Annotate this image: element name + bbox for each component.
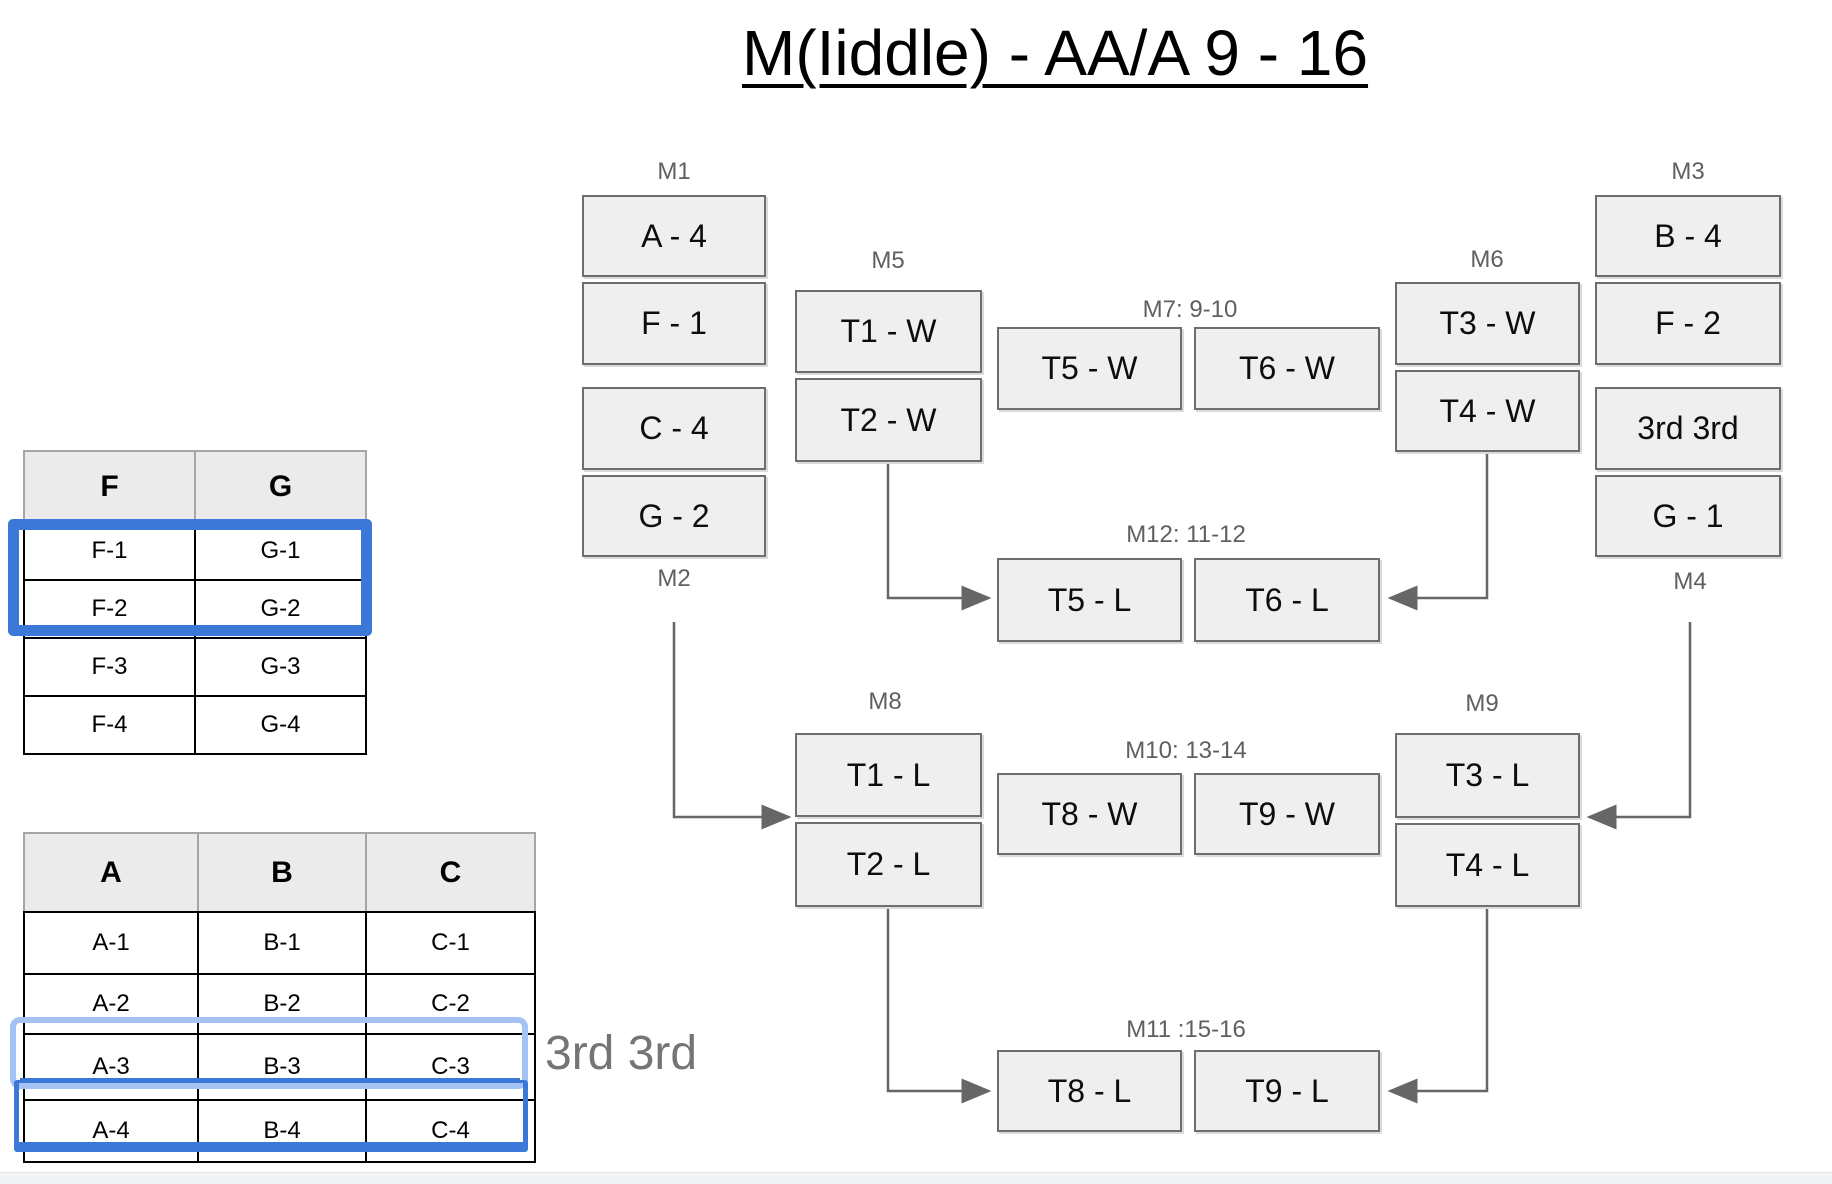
connector-m2-to-t1l <box>672 622 792 830</box>
bracket-box-t1w[interactable]: T1 - W <box>795 290 982 373</box>
table-cell[interactable]: A-3 <box>23 1033 199 1101</box>
page-title: M(Iiddle) - AA/A 9 - 16 <box>742 17 1369 89</box>
column-header[interactable]: F <box>23 450 196 523</box>
bracket-box-t4w[interactable]: T4 - W <box>1395 370 1580 452</box>
table-cell[interactable]: B-1 <box>197 911 367 975</box>
bracket-box-t3l[interactable]: T3 - L <box>1395 733 1580 818</box>
bracket-box-t5l[interactable]: T5 - L <box>997 558 1182 642</box>
abc-row-4-highlight <box>14 1080 528 1152</box>
column-header[interactable]: A <box>23 832 199 913</box>
match-label-m10: M10: 13-14 <box>1125 737 1247 764</box>
bracket-box-c4[interactable]: C - 4 <box>582 387 766 470</box>
table-cell[interactable]: A-1 <box>23 911 199 975</box>
bracket-box-t9w[interactable]: T9 - W <box>1194 773 1380 855</box>
column-header[interactable]: G <box>194 450 367 523</box>
match-label-m6: M6 <box>1470 246 1504 273</box>
table-cell[interactable]: F-3 <box>23 637 196 697</box>
table-cell[interactable]: G-4 <box>194 695 367 755</box>
bracket-box-t1l[interactable]: T1 - L <box>795 733 982 817</box>
third-place-annotation: 3rd 3rd <box>545 1027 698 1080</box>
abc-row-3-highlight <box>10 1017 528 1089</box>
canvas-bottom-edge <box>0 1172 1832 1184</box>
bracket-box-b4[interactable]: B - 4 <box>1595 195 1781 277</box>
fg-rows-1-2-highlight <box>8 519 372 636</box>
abc-row-3-bottom-line <box>20 1078 520 1081</box>
table-cell[interactable]: C-3 <box>365 1033 536 1101</box>
match-label-m9: M9 <box>1465 690 1499 717</box>
table-cell[interactable]: B-2 <box>197 973 367 1035</box>
table-cell[interactable]: B-3 <box>197 1033 367 1101</box>
connector-t4l-to-t9l <box>1387 909 1489 1104</box>
bracket-box-t6l[interactable]: T6 - L <box>1194 558 1380 642</box>
bracket-box-t2w[interactable]: T2 - W <box>795 378 982 462</box>
bracket-box-t3w[interactable]: T3 - W <box>1395 282 1580 365</box>
bracket-box-a4[interactable]: A - 4 <box>582 195 766 277</box>
table-cell[interactable]: C-1 <box>365 911 536 975</box>
match-label-m2: M2 <box>657 565 691 592</box>
bracket-box-t9l[interactable]: T9 - L <box>1194 1050 1380 1132</box>
connector-t4w-to-t6l <box>1387 454 1489 611</box>
connector-m4-to-t3l <box>1586 622 1692 830</box>
bracket-box-f2[interactable]: F - 2 <box>1595 282 1781 365</box>
table-cell[interactable]: G-3 <box>194 637 367 697</box>
bracket-box-3rd3rd[interactable]: 3rd 3rd <box>1595 387 1781 470</box>
match-label-m7: M7: 9-10 <box>1142 296 1238 323</box>
bracket-box-t6w[interactable]: T6 - W <box>1194 327 1380 410</box>
bracket-box-g1[interactable]: G - 1 <box>1595 475 1781 557</box>
match-label-m12: M12: 11-12 <box>1126 521 1246 548</box>
bracket-box-f1[interactable]: F - 1 <box>582 282 766 365</box>
table-cell[interactable]: G-1 <box>194 521 367 581</box>
table-cell[interactable]: A-2 <box>23 973 199 1035</box>
column-header[interactable]: B <box>197 832 367 913</box>
table-cell[interactable]: F-1 <box>23 521 196 581</box>
match-label-m3: M3 <box>1671 158 1705 185</box>
match-label-m4: M4 <box>1673 568 1707 595</box>
bracket-box-t4l[interactable]: T4 - L <box>1395 823 1580 907</box>
connector-t2w-to-t5l <box>886 464 992 611</box>
bracket-box-t5w[interactable]: T5 - W <box>997 327 1182 410</box>
match-label-m11: M11 :15-16 <box>1126 1016 1246 1043</box>
match-label-m5: M5 <box>871 247 905 274</box>
match-label-m1: M1 <box>657 158 691 185</box>
connector-t2l-to-t8l <box>886 909 992 1104</box>
table-cell[interactable]: C-2 <box>365 973 536 1035</box>
bracket-box-t8w[interactable]: T8 - W <box>997 773 1182 855</box>
match-label-m8: M8 <box>868 688 902 715</box>
bracket-box-t8l[interactable]: T8 - L <box>997 1050 1182 1132</box>
bracket-box-t2l[interactable]: T2 - L <box>795 822 982 907</box>
bracket-box-g2[interactable]: G - 2 <box>582 475 766 557</box>
column-header[interactable]: C <box>365 832 536 913</box>
table-cell[interactable]: F-4 <box>23 695 196 755</box>
